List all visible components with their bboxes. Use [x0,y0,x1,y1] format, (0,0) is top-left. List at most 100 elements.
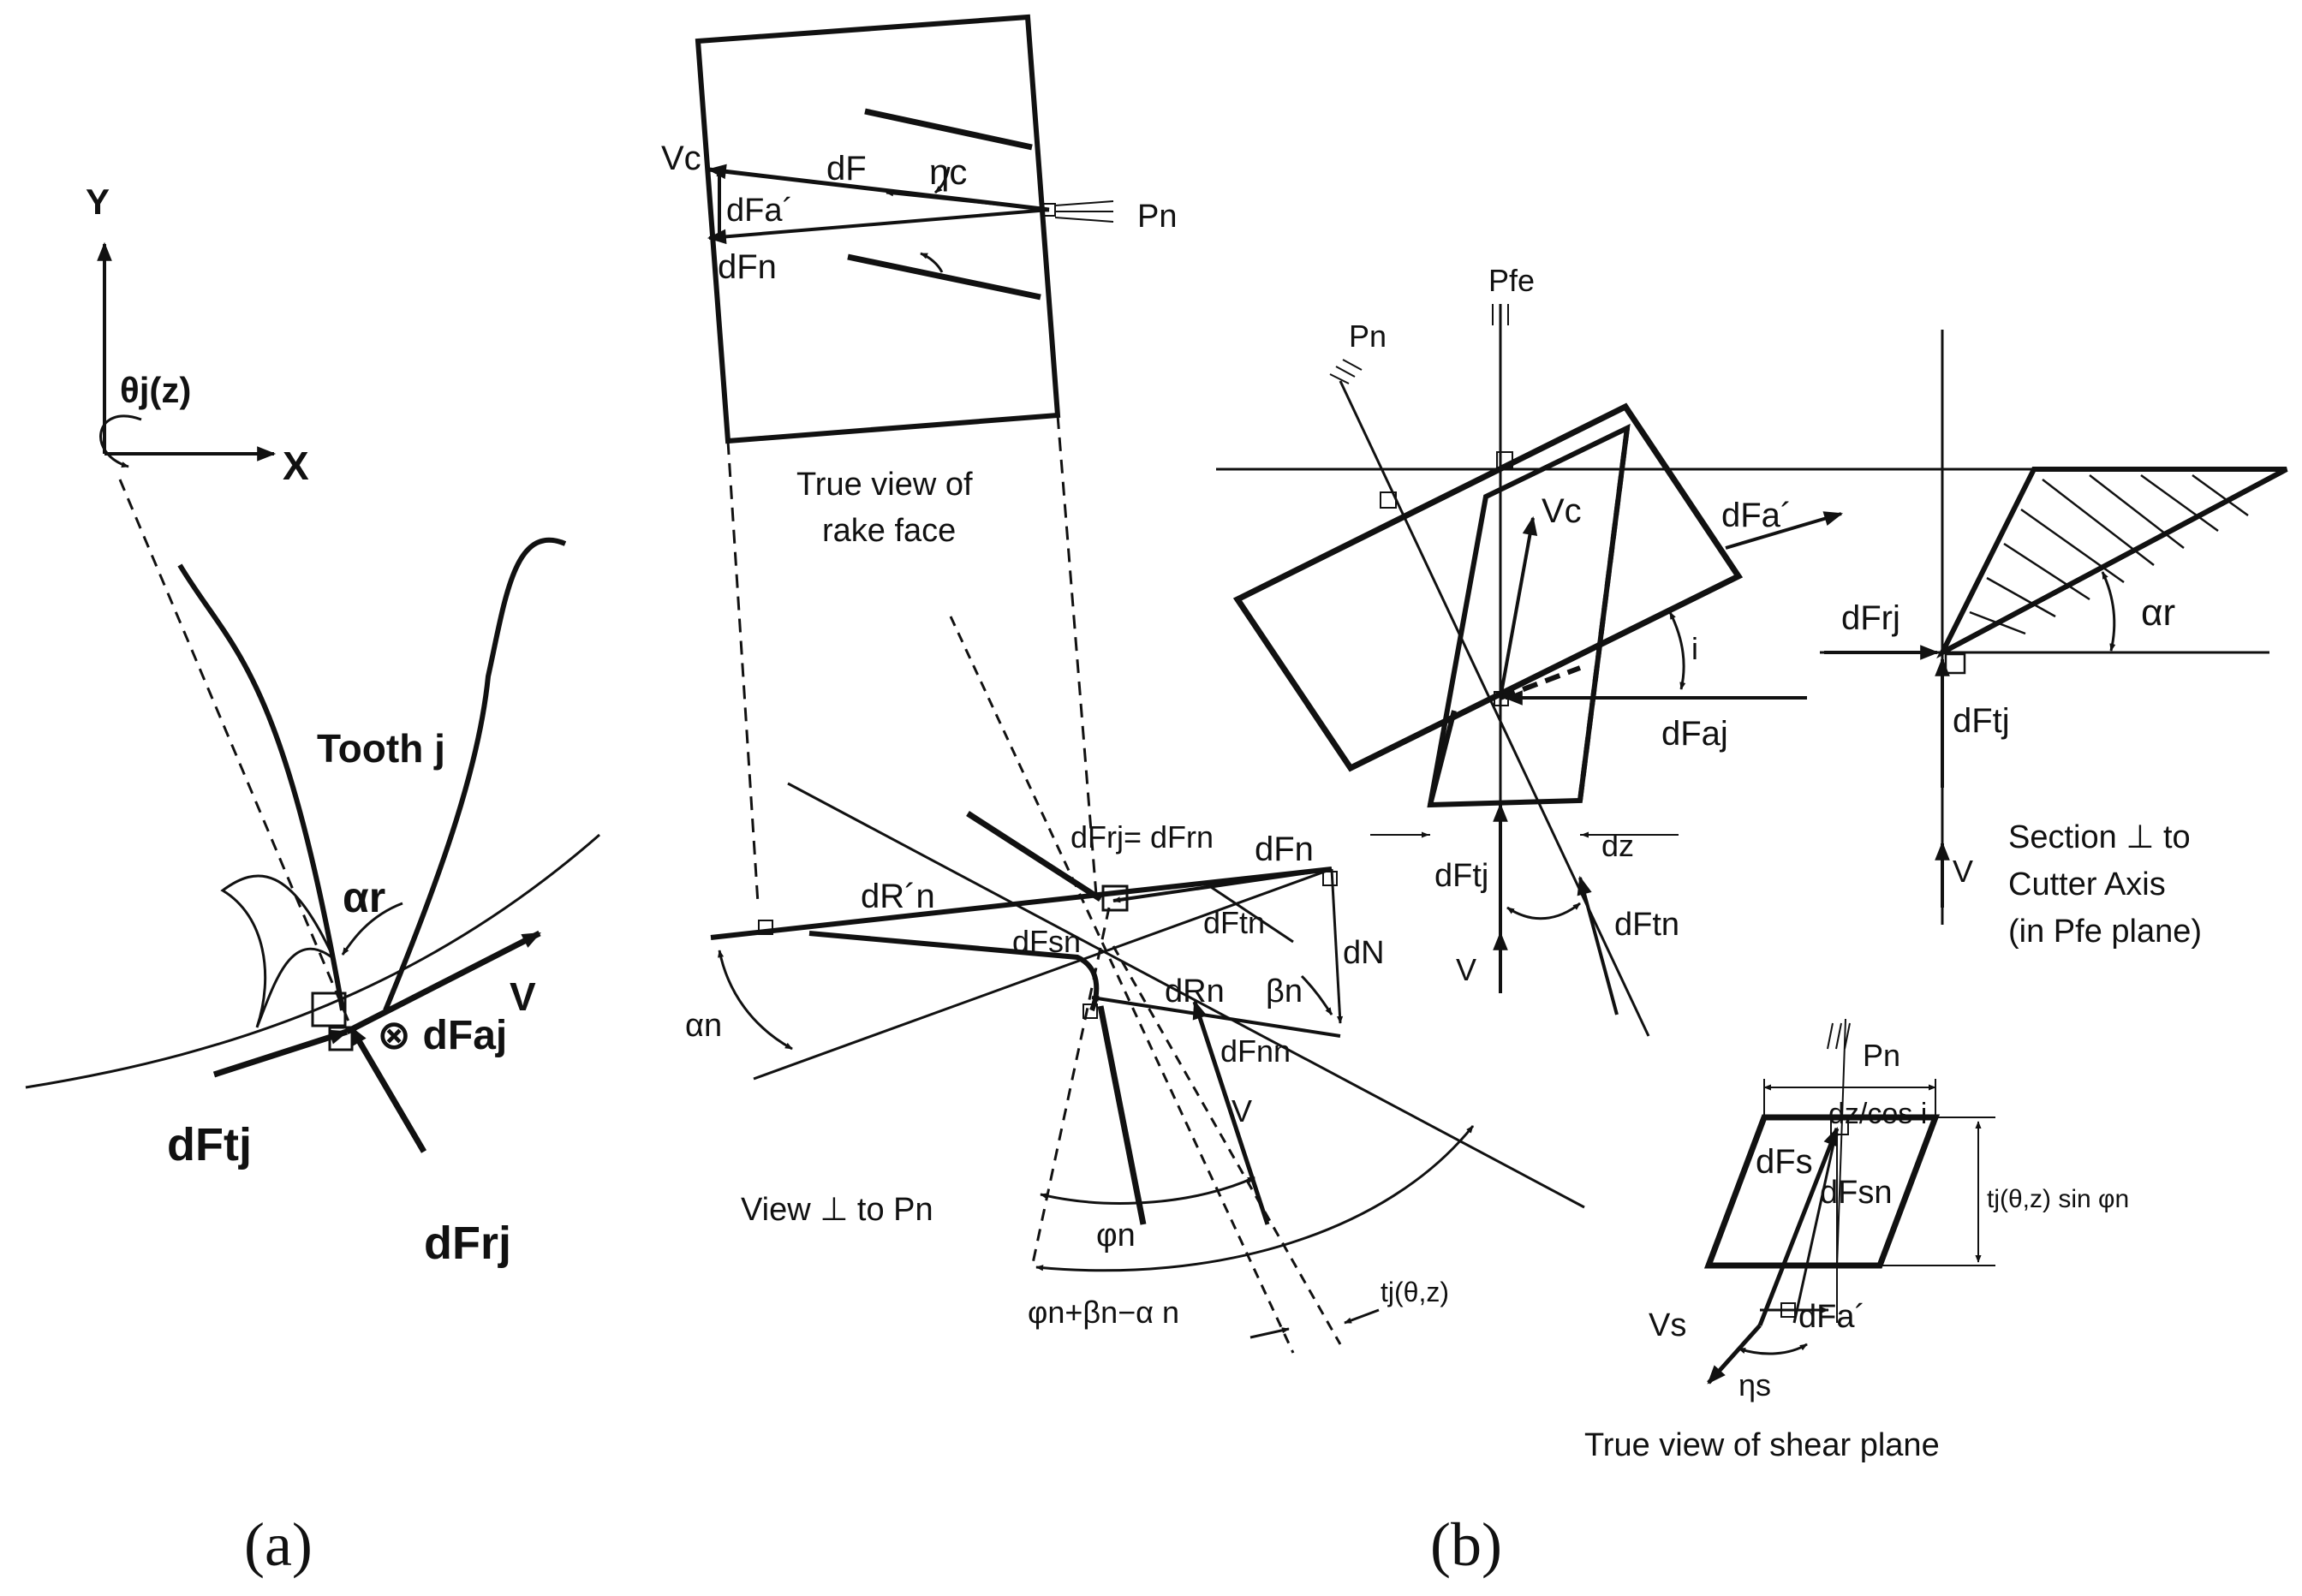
chip-flow-line-bottom [847,253,1041,301]
pn-inclined-line [1339,380,1650,1037]
chip-shape [220,874,336,1028]
panel-a: Y X θj(z) Tooth j αr V ⊗ dFaj dFtj dFrj … [25,182,600,1579]
normal-force-arrow [707,208,1050,245]
dRn-prime-label: dR´n [861,878,935,915]
tangential-force-label: dFtj [1434,858,1488,894]
shear-force-label: dFs [1756,1143,1813,1181]
tooth-back-edge [177,563,345,1011]
phi-n-label: φn [1096,1218,1136,1254]
center-marker [1494,691,1509,706]
chip-front-edge [1428,710,1457,806]
tangential-force-arrow [212,1028,349,1078]
pn-tick-1 [1827,1022,1834,1050]
velocity-arrow [345,930,541,1035]
rake-face-section [1941,467,2288,655]
right-angle-marker [311,992,347,1027]
chip-velocity-label: Vc [661,140,701,177]
dFtn-arrow [1577,875,1619,1015]
chip-thickness-label: tj(θ,z) [1381,1277,1449,1307]
alpha-n-arc [718,950,793,1051]
dFa-prime-arrow [1725,511,1844,550]
resultant-force-arrow [966,811,1102,902]
shear-angle-label: ηs [1738,1367,1771,1402]
velocity-label: V [1456,952,1476,987]
shear-plane-view: Pn dz/cos i dFs dFsn tj(θ,z) sin φn Vs d… [1584,1018,2129,1463]
normal-force-arrow [1112,867,1333,903]
axial-force-label: ⊗ dFaj [377,1013,507,1058]
shear-top-corner [1830,1117,1849,1135]
tangential-normal-arrow [1202,880,1294,944]
rake-angle-label: αr [343,873,385,921]
y-axis-label: Y [86,182,110,222]
radial-reference-line [118,479,353,1028]
section-caption-1: Section ⊥ to [2008,819,2191,855]
panel-a-caption: (a) [244,1510,313,1579]
pn-tick-2 [1835,1022,1842,1050]
dFnn-label: dFnn [1220,1033,1291,1069]
inclination-angle-label: i [1691,631,1698,666]
chip-angle-arc-top [933,166,951,194]
tooth-rake-face [383,537,567,1012]
phi-reference-dashed [1030,907,1111,1268]
pn-plane-label: Pn [1137,199,1177,235]
projection-line-left [726,440,760,904]
inclined-rake-rectangle [1232,402,1744,772]
rake-corner-top [1496,451,1513,468]
rake-face-frame [695,14,1061,444]
dFrj-equals-label: dFrj= dFrn [1070,819,1214,855]
inclination-arc-lower [1506,902,1581,920]
dFnn-arrow [1091,995,1341,1038]
chip-parallelogram [1427,423,1631,808]
rake-angle-arc [341,902,403,956]
dN-corner [1322,871,1338,886]
thickness-arrow-left [1249,1327,1290,1339]
pn-trace-3 [1054,217,1114,223]
shear-velocity-arrow [1707,1324,1762,1385]
chip-flow-angle-label: ηc [929,152,967,192]
rake-view-caption-1: True view of [796,467,973,503]
rake-corner-left [1380,491,1397,509]
tool-edge [1097,1005,1147,1225]
section-caption-2: Cutter Axis [2008,866,2166,902]
shear-axial-label: dFa´ [1798,1299,1865,1335]
normal-plane-view: dFrj= dFrn dR´n dFn dFsn dFtn dN dRn βn … [685,616,1585,1354]
rake-face-trace [710,866,1333,940]
dRn-label: dRn [1165,974,1225,1009]
dN-label: dN [1343,935,1385,971]
dN-arrow [1330,868,1344,1024]
chip-hidden-edge [1577,427,1630,801]
velocity-label: V [1953,854,1973,889]
shear-normal-arrow [1792,1128,1839,1324]
dFa-prime-label: dFa´ [1721,497,1792,534]
tool-corner [1082,1003,1098,1019]
radial-force-label: dFrj [424,1218,511,1269]
tangential-force-label: dFtj [167,1119,252,1170]
chip-angle-arc-bottom [920,252,944,273]
alpha-n-label: αn [685,1008,722,1044]
friction-force-arrow [886,190,1050,211]
dFtn-label: dFtn [1203,905,1265,940]
dFtn-label: dFtn [1614,907,1679,943]
pn-trace-line [1836,1018,1846,1268]
chip-velocity-arrow [1499,515,1538,699]
shear-velocity-label: Vs [1649,1307,1686,1343]
pn-trace-1 [1054,200,1114,206]
chip-flow-line-top [864,108,1033,151]
panel-b-caption: (b) [1430,1510,1502,1579]
pn-tick-1 [1329,373,1350,384]
rake-corner [758,920,773,935]
shear-force-arrow [1757,1126,1840,1326]
beta-n-arc [1300,974,1333,1015]
dFsn-label: dFsn [1012,924,1081,959]
chip-hatching [1969,473,2249,635]
tooth-label: Tooth j [317,726,445,771]
thickness-label: tj(θ,z) sin φn [1987,1185,2129,1213]
shear-normal-label: dFsn [1820,1175,1892,1211]
projection-line-right [1056,414,1098,896]
corner-box [1101,884,1129,912]
chip-velocity-label: Vc [1542,492,1582,530]
axial-force-label: dFaj [1661,715,1728,753]
normal-view-caption: View ⊥ to Pn [741,1192,933,1228]
section-view: dFrj αr dFtj V Section ⊥ to Cutter Axis … [1820,330,2288,950]
radial-force-label: dFrj [1841,599,1900,637]
